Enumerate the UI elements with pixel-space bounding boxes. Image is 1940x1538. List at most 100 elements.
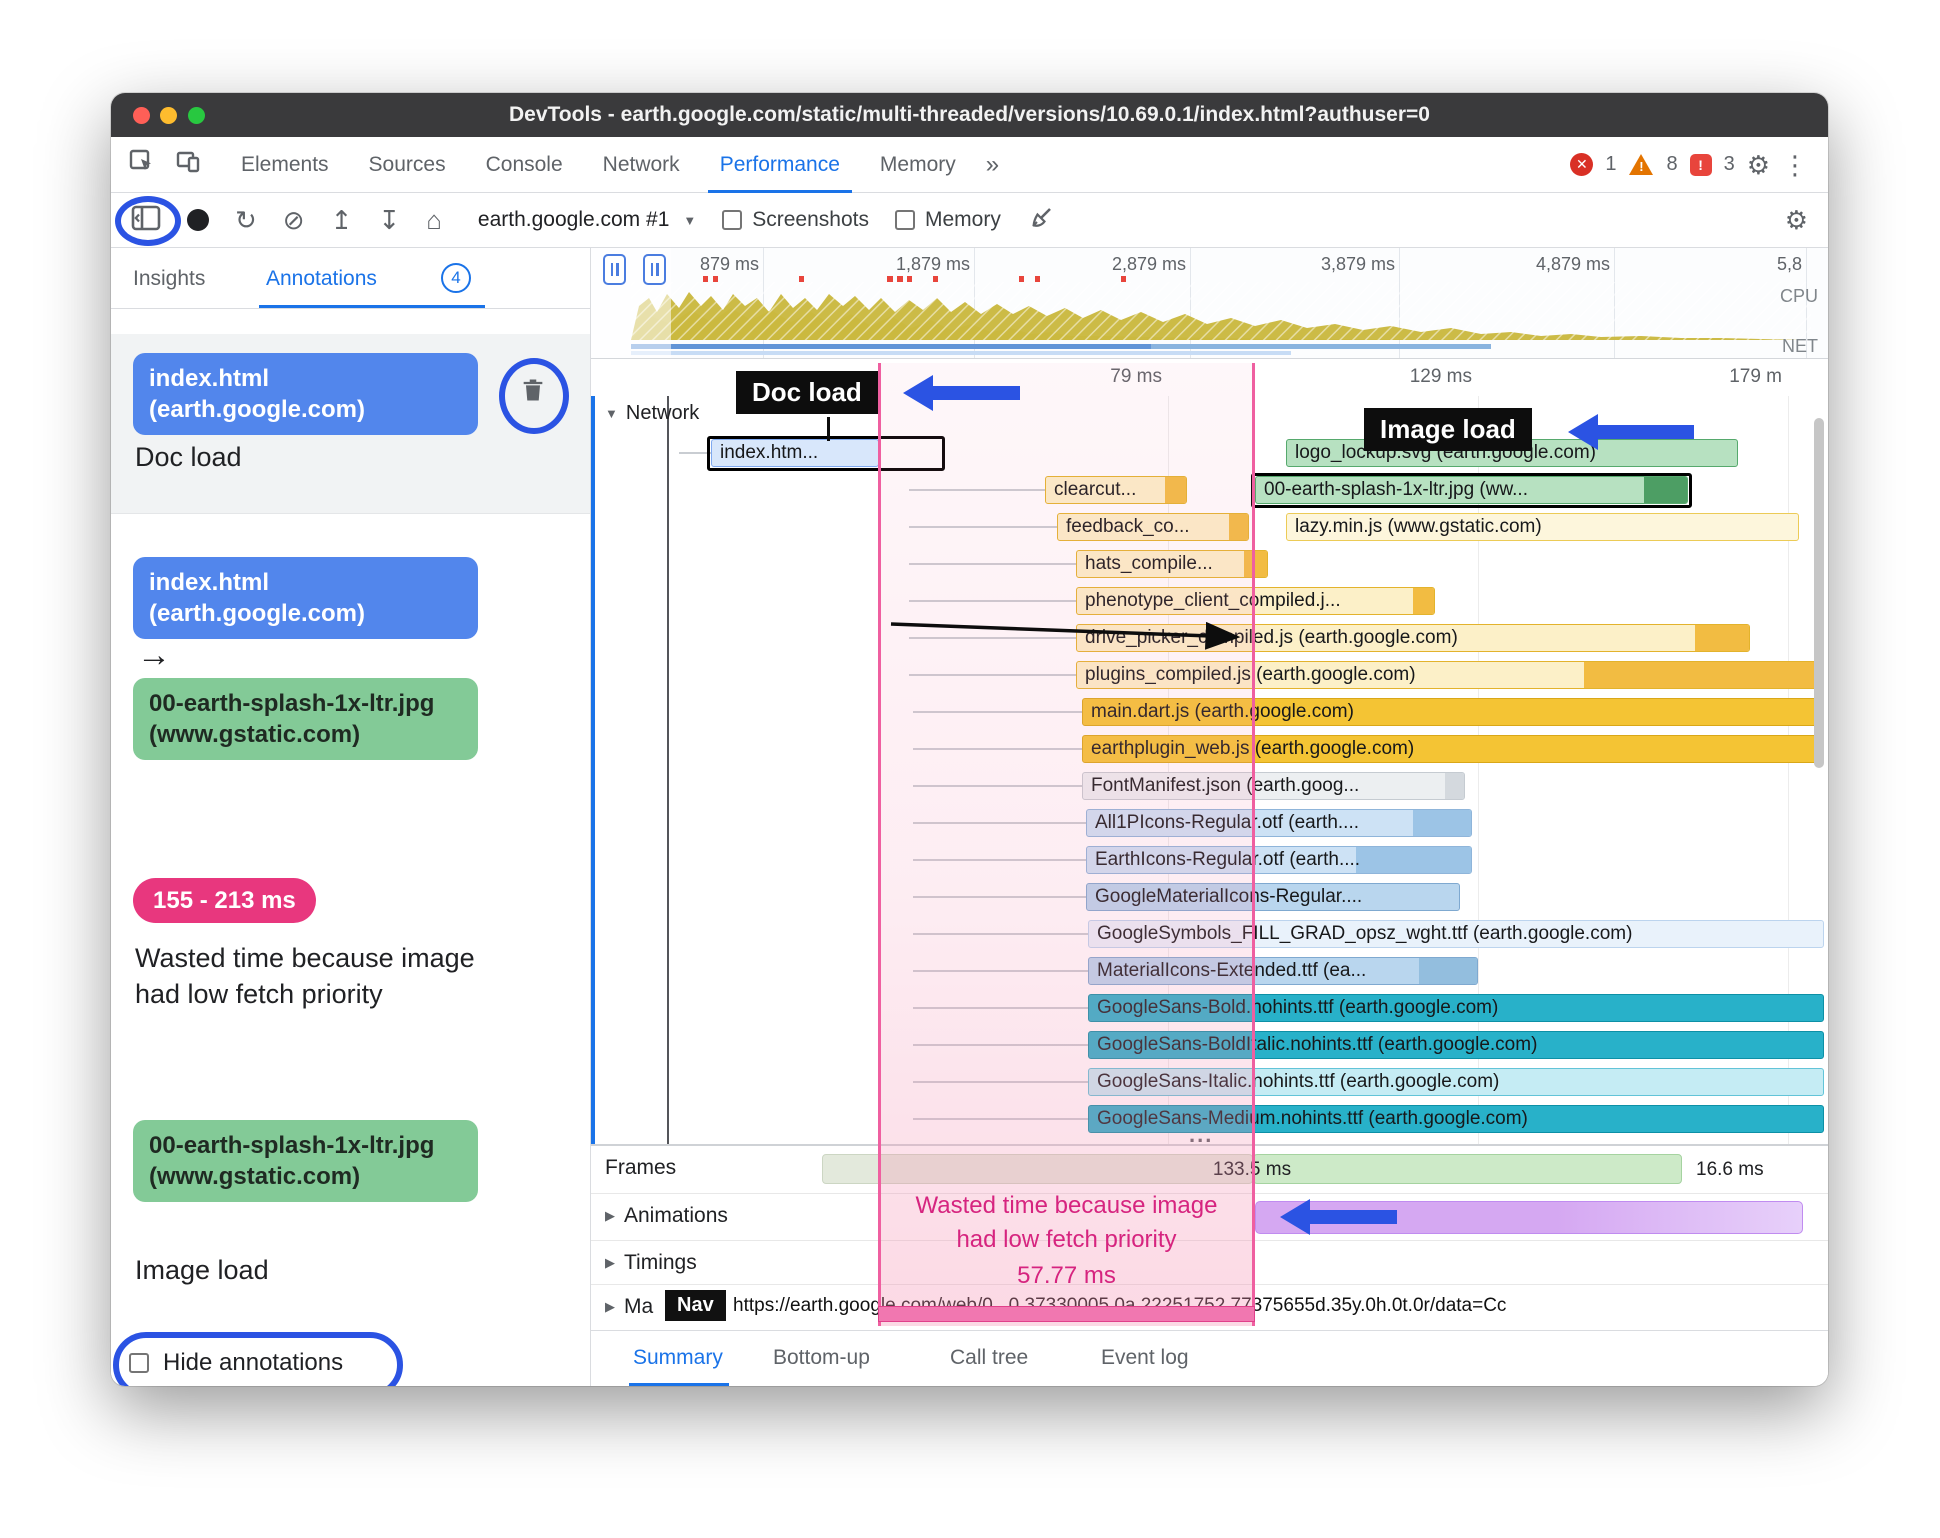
frames-bar-segment[interactable] bbox=[1253, 1154, 1682, 1184]
minimap-left-handle[interactable] bbox=[603, 254, 626, 285]
request-download-segment bbox=[1413, 810, 1471, 836]
upload-profile-icon[interactable]: ↥ bbox=[330, 205, 353, 235]
network-request-bar[interactable]: plugins_compiled.js (earth.google.com) bbox=[1076, 661, 1824, 689]
animations-label: Animations bbox=[624, 1204, 728, 1227]
memory-checkbox-row[interactable]: Memory bbox=[894, 208, 1001, 232]
tab-network[interactable]: Network bbox=[602, 152, 680, 176]
network-request-bar[interactable]: drive_picker_compiled.js (earth.google.c… bbox=[1076, 624, 1750, 652]
network-request-label: GoogleSymbols_FILL_GRAD_opsz_wght.ttf (e… bbox=[1097, 923, 1633, 944]
clear-icon[interactable]: ⊘ bbox=[282, 205, 305, 235]
tab-console[interactable]: Console bbox=[485, 152, 563, 176]
details-tabbar: Summary Bottom-up Call tree Event log bbox=[591, 1330, 1828, 1386]
network-request-bar[interactable]: EarthIcons-Regular.otf (earth.... bbox=[1086, 846, 1472, 874]
network-request-bar[interactable]: GoogleSans-Medium.nohints.ttf (earth.goo… bbox=[1088, 1105, 1824, 1133]
network-request-bar[interactable]: hats_compile... bbox=[1076, 550, 1268, 578]
network-request-bar[interactable]: GoogleSans-BoldItalic.nohints.ttf (earth… bbox=[1088, 1031, 1824, 1059]
annotation-pill-splash-jpg-2[interactable]: 00-earth-splash-1x-ltr.jpg (www.gstatic.… bbox=[133, 1120, 478, 1203]
request-download-segment bbox=[1695, 625, 1749, 651]
settings-gear-icon[interactable]: ⚙ bbox=[1746, 149, 1770, 180]
network-request-bar[interactable]: MaterialIcons-Extended.ttf (ea... bbox=[1088, 957, 1478, 985]
network-scrollbar-thumb[interactable] bbox=[1814, 418, 1824, 768]
expand-triangle-icon[interactable]: ▶ bbox=[605, 1208, 615, 1223]
tab-performance[interactable]: Performance bbox=[700, 137, 860, 193]
network-request-bar[interactable]: clearcut... bbox=[1045, 476, 1187, 504]
doc-load-callout[interactable]: Doc load bbox=[736, 371, 878, 414]
close-window-button[interactable] bbox=[133, 107, 150, 124]
animations-track[interactable]: ▶ Animations bbox=[591, 1194, 1828, 1241]
annotation-pill-index-html[interactable]: index.html (earth.google.com) bbox=[133, 353, 478, 436]
frames-bar-segment[interactable] bbox=[822, 1154, 1253, 1184]
more-options-icon[interactable]: ⋮ bbox=[1782, 149, 1808, 180]
network-request-bar[interactable]: main.dart.js (earth.google.com) bbox=[1082, 698, 1824, 726]
tab-annotations[interactable]: Annotations bbox=[266, 267, 377, 290]
screenshots-checkbox-row[interactable]: Screenshots bbox=[722, 208, 869, 232]
tab-summary[interactable]: Summary bbox=[633, 1346, 723, 1369]
inspect-element-icon[interactable] bbox=[129, 149, 155, 180]
minimize-window-button[interactable] bbox=[160, 107, 177, 124]
network-request-bar[interactable]: FontManifest.json (earth.goog... bbox=[1082, 772, 1465, 800]
network-request-bar[interactable]: feedback_co... bbox=[1057, 513, 1249, 541]
timeline-gridline bbox=[1168, 396, 1169, 1144]
screenshots-checkbox[interactable] bbox=[722, 210, 743, 230]
wasted-time-range-bar[interactable] bbox=[878, 1306, 1255, 1322]
network-request-bar[interactable]: GoogleSymbols_FILL_GRAD_opsz_wght.ttf (e… bbox=[1088, 920, 1824, 948]
request-whisker bbox=[909, 526, 1057, 528]
network-request-bar[interactable]: phenotype_client_compiled.j... bbox=[1076, 587, 1435, 615]
memory-checkbox[interactable] bbox=[894, 210, 915, 230]
network-request-bar[interactable]: 00-earth-splash-1x-ltr.jpg (ww... bbox=[1255, 476, 1688, 504]
network-request-bar[interactable]: GoogleMaterialIcons-Regular.... bbox=[1086, 883, 1460, 911]
tab-bottom-up[interactable]: Bottom-up bbox=[773, 1346, 870, 1369]
minimap-right-handle[interactable] bbox=[643, 254, 666, 285]
record-button[interactable] bbox=[187, 209, 209, 231]
timings-track[interactable]: ▶ Timings bbox=[591, 1241, 1828, 1285]
target-selector-dropdown[interactable]: earth.google.com #1 ▼ bbox=[477, 208, 697, 231]
capture-settings-gear-icon[interactable]: ⚙ bbox=[1784, 205, 1808, 235]
nav-marker-badge[interactable]: Nav bbox=[665, 1290, 726, 1321]
errors-icon[interactable]: ✕ bbox=[1570, 153, 1594, 176]
hide-annotations-checkbox[interactable] bbox=[129, 1353, 149, 1373]
network-request-bar[interactable]: earthplugin_web.js (earth.google.com) bbox=[1082, 735, 1824, 763]
tab-elements[interactable]: Elements bbox=[241, 152, 329, 176]
delete-annotation-button[interactable] bbox=[513, 370, 553, 410]
tab-memory[interactable]: Memory bbox=[879, 152, 956, 176]
device-toolbar-icon[interactable] bbox=[175, 149, 201, 180]
hide-annotations-row[interactable]: Hide annotations bbox=[129, 1349, 343, 1377]
image-load-callout[interactable]: Image load bbox=[1364, 408, 1532, 451]
tab-insights[interactable]: Insights bbox=[133, 267, 206, 290]
tab-event-log[interactable]: Event log bbox=[1101, 1346, 1189, 1369]
network-request-bar[interactable]: GoogleSans-Italic.nohints.ttf (earth.goo… bbox=[1088, 1068, 1824, 1096]
zoom-window-button[interactable] bbox=[188, 107, 205, 124]
home-icon[interactable]: ⌂ bbox=[426, 205, 442, 235]
annotation-entry-doc-load[interactable]: index.html (earth.google.com) Doc load bbox=[111, 334, 590, 514]
issues-icon[interactable]: ! bbox=[1689, 153, 1712, 176]
network-request-bar[interactable]: GoogleSans-Bold.nohints.ttf (earth.googl… bbox=[1088, 994, 1824, 1022]
garbage-collect-icon[interactable] bbox=[1027, 205, 1055, 236]
doc-load-callout-stem bbox=[827, 417, 830, 441]
download-profile-icon[interactable]: ↧ bbox=[378, 205, 401, 235]
annotation-pill-time-range[interactable]: 155 - 213 ms bbox=[133, 878, 316, 924]
network-request-label: lazy.min.js (www.gstatic.com) bbox=[1295, 516, 1542, 537]
annotation-pill-splash-jpg[interactable]: 00-earth-splash-1x-ltr.jpg (www.gstatic.… bbox=[133, 678, 478, 761]
expand-triangle-icon[interactable]: ▶ bbox=[605, 1299, 615, 1314]
collapse-triangle-icon[interactable]: ▼ bbox=[605, 406, 618, 421]
minimap-tick-label: 3,879 ms bbox=[1320, 254, 1395, 274]
frames-track[interactable]: Frames 133.5 ms 16.6 ms bbox=[591, 1146, 1828, 1194]
tab-call-tree[interactable]: Call tree bbox=[950, 1346, 1029, 1369]
network-request-bar[interactable]: lazy.min.js (www.gstatic.com) bbox=[1286, 513, 1799, 541]
more-tabs-icon[interactable]: » bbox=[985, 150, 1000, 178]
tab-sources[interactable]: Sources bbox=[368, 152, 446, 176]
wasted-time-duration: 57.77 ms bbox=[1017, 1262, 1116, 1289]
minimap-tick-label: 4,879 ms bbox=[1535, 254, 1610, 274]
toggle-sidebar-icon[interactable] bbox=[131, 205, 161, 236]
request-whisker bbox=[913, 1044, 1088, 1046]
ruler-tick-label: 129 ms bbox=[1409, 366, 1472, 387]
network-track-header[interactable]: ▼ Network bbox=[605, 402, 700, 424]
network-request-bar[interactable]: All1PIcons-Regular.otf (earth.... bbox=[1086, 809, 1472, 837]
annotation-pill-index-html-2[interactable]: index.html (earth.google.com) bbox=[133, 557, 478, 640]
expand-triangle-icon[interactable]: ▶ bbox=[605, 1255, 615, 1270]
reload-and-record-icon[interactable]: ↻ bbox=[235, 205, 257, 235]
warnings-icon[interactable]: ! bbox=[1628, 153, 1654, 176]
annotation-label-wasted-time: Wasted time because image had low fetch … bbox=[135, 943, 475, 1010]
network-request-bar[interactable]: index.htm... bbox=[711, 439, 879, 467]
